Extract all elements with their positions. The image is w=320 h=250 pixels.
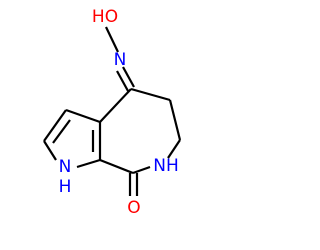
bond-c3a-c4 (99, 88, 132, 123)
bond-c2-n1 (43, 140, 57, 161)
chemical-structure: HO N NH N H O (43, 7, 182, 218)
bond-c6-n7 (167, 139, 181, 159)
atom-labels: HO N NH N H O (59, 7, 179, 218)
bond-c3-c2-double-a (43, 109, 67, 142)
bond-c-n-oxime-double-b (116, 70, 129, 92)
pyrrole-nitrogen-label: N (59, 157, 72, 177)
pyrrole-hydrogen-label: H (59, 177, 72, 197)
bond-c3-c2-double-b (52, 119, 71, 144)
bond-c3a-c3 (65, 108, 101, 124)
oxime-nitrogen-label: N (114, 50, 127, 70)
bond-o-n-oxime (105, 26, 119, 53)
bond-n1-c8a (76, 158, 101, 169)
bonds (43, 26, 182, 196)
bond-c8-c8a (99, 158, 134, 175)
bond-c5-c6 (168, 99, 182, 141)
carbonyl-oxygen-label: O (127, 198, 140, 218)
amide-nitrogen-label: NH (153, 156, 179, 176)
bond-c4-c5 (130, 87, 171, 102)
bond-n7-c8 (132, 165, 151, 175)
hydroxyl-oxygen-label: HO (92, 7, 118, 27)
bond-c-n-oxime-double-a (122, 66, 135, 88)
